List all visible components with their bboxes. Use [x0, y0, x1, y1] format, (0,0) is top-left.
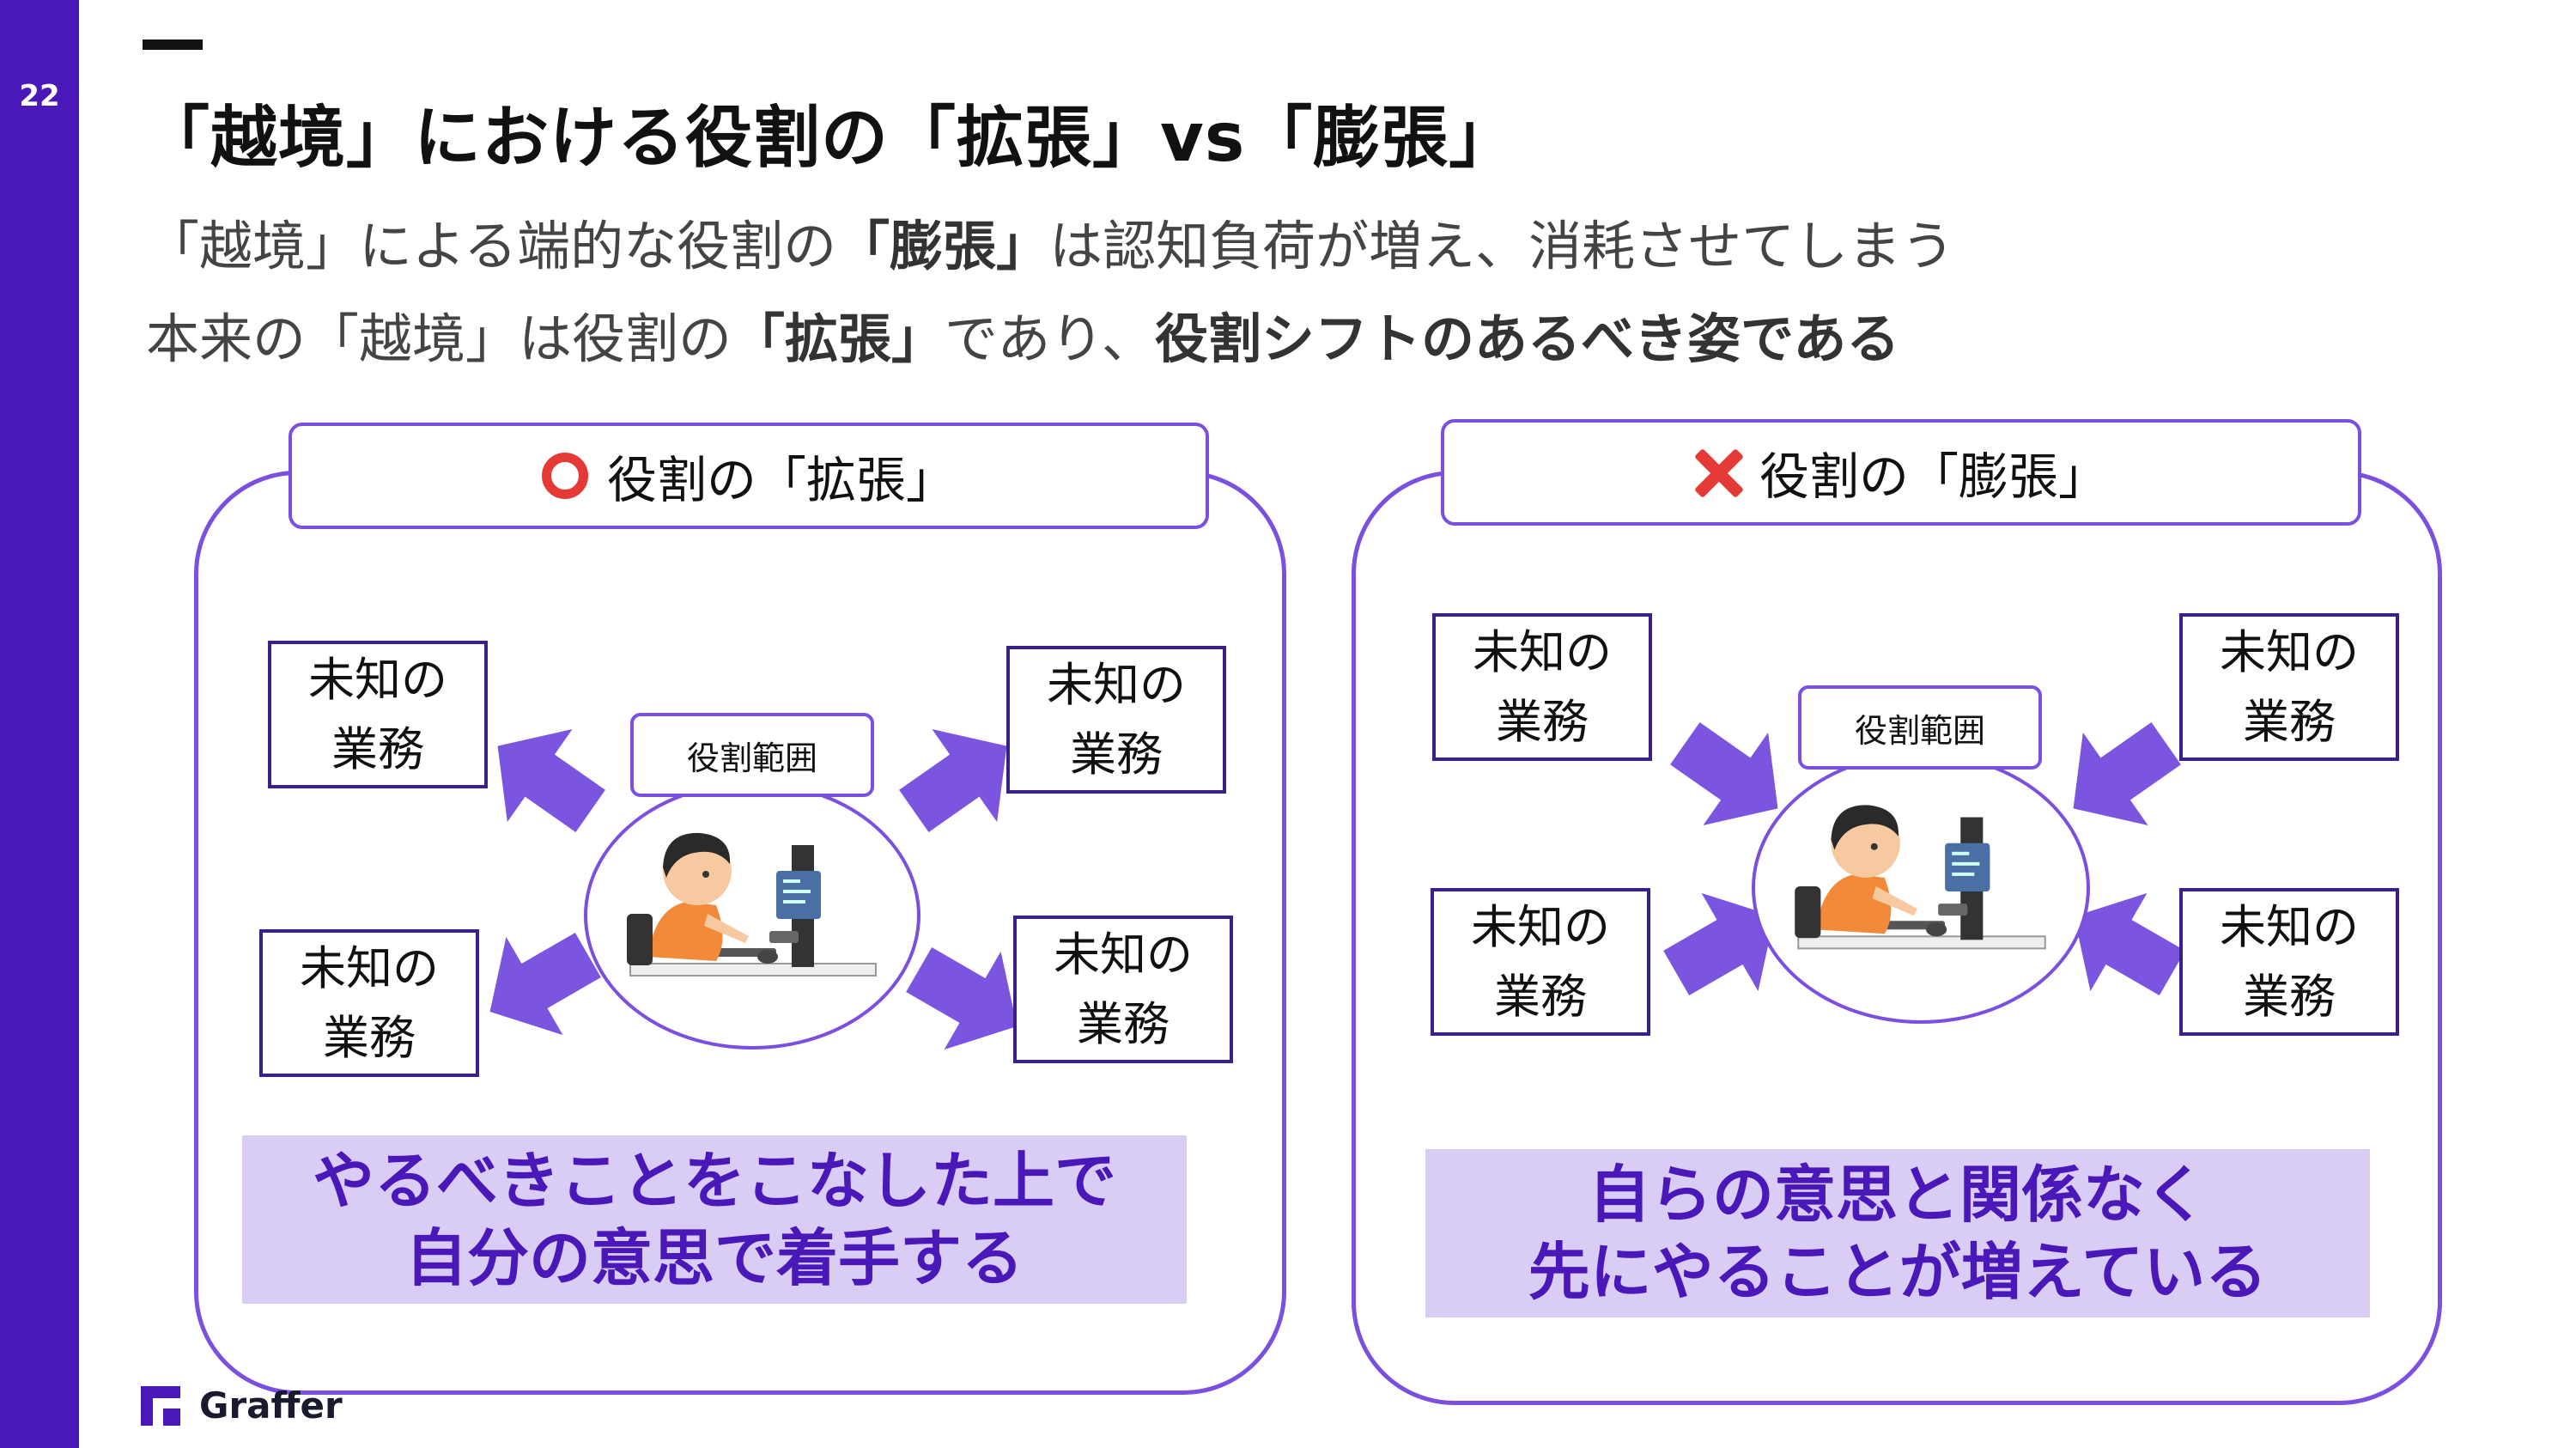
subtitle-line-2: 本来の「越境」は役割の「拡張」であり、役割シフトのあるべき姿である: [146, 295, 1899, 373]
role-scope-ellipse: [584, 782, 920, 1049]
subtitle-2-pre: 本来の「越境」は役割の: [146, 307, 732, 370]
subtitle-1-bold: 「膨張」: [836, 215, 1050, 277]
role-scope-label: 役割範囲: [630, 713, 874, 797]
expansion-heading-text: 役割の「拡張」: [606, 451, 956, 509]
unknown-task-box: 未知の 業務: [2179, 888, 2399, 1036]
person-at-computer-icon: [1795, 805, 2046, 950]
graffer-logo: Graffer: [141, 1384, 343, 1427]
unknown-task-box: 未知の 業務: [1432, 613, 1652, 761]
title-accent-bar: [143, 40, 203, 50]
subtitle-2-bold-1: 「拡張」: [732, 307, 945, 370]
subtitle-1-post: は認知負荷が増え、消耗させてしまう: [1049, 215, 1955, 277]
unknown-task-box: 未知の 業務: [268, 641, 488, 788]
subtitle-2-mid: であり、: [945, 307, 1155, 370]
subtitle-1-pre: 「越境」による端的な役割の: [146, 215, 837, 277]
logo-text: Graffer: [199, 1384, 343, 1427]
sidebar-bar: 22: [0, 0, 79, 1448]
role-scope-ellipse: [1752, 752, 2090, 1024]
inflation-heading-text: 役割の「膨張」: [1759, 447, 2108, 506]
role-scope-label: 役割範囲: [1798, 685, 2042, 770]
expansion-heading: 役割の「拡張」: [289, 423, 1209, 529]
expansion-caption: やるべきことをこなした上で 自分の意思で着手する: [242, 1135, 1187, 1304]
unknown-task-box: 未知の 業務: [1431, 888, 1650, 1036]
subtitle-2-bold-2: 役割シフトのあるべき姿である: [1154, 307, 1900, 370]
unknown-task-box: 未知の 業務: [1006, 646, 1226, 794]
unknown-task-box: 未知の 業務: [1013, 916, 1233, 1063]
circle-icon: [541, 453, 588, 499]
page-title: 「越境」における役割の「拡張」vs「膨張」: [143, 100, 1517, 177]
page-number: 22: [19, 79, 60, 113]
unknown-task-box: 未知の 業務: [2179, 613, 2399, 761]
inflation-heading: 役割の「膨張」: [1441, 419, 2361, 526]
subtitle-line-1: 「越境」による端的な役割の「膨張」は認知負荷が増え、消耗させてしまう: [146, 203, 1954, 280]
unknown-task-box: 未知の 業務: [259, 929, 479, 1077]
person-at-computer-icon: [627, 832, 877, 976]
inflation-caption: 自らの意思と関係なく 先にやることが増えている: [1425, 1149, 2370, 1317]
graffer-logo-icon: [141, 1385, 180, 1426]
